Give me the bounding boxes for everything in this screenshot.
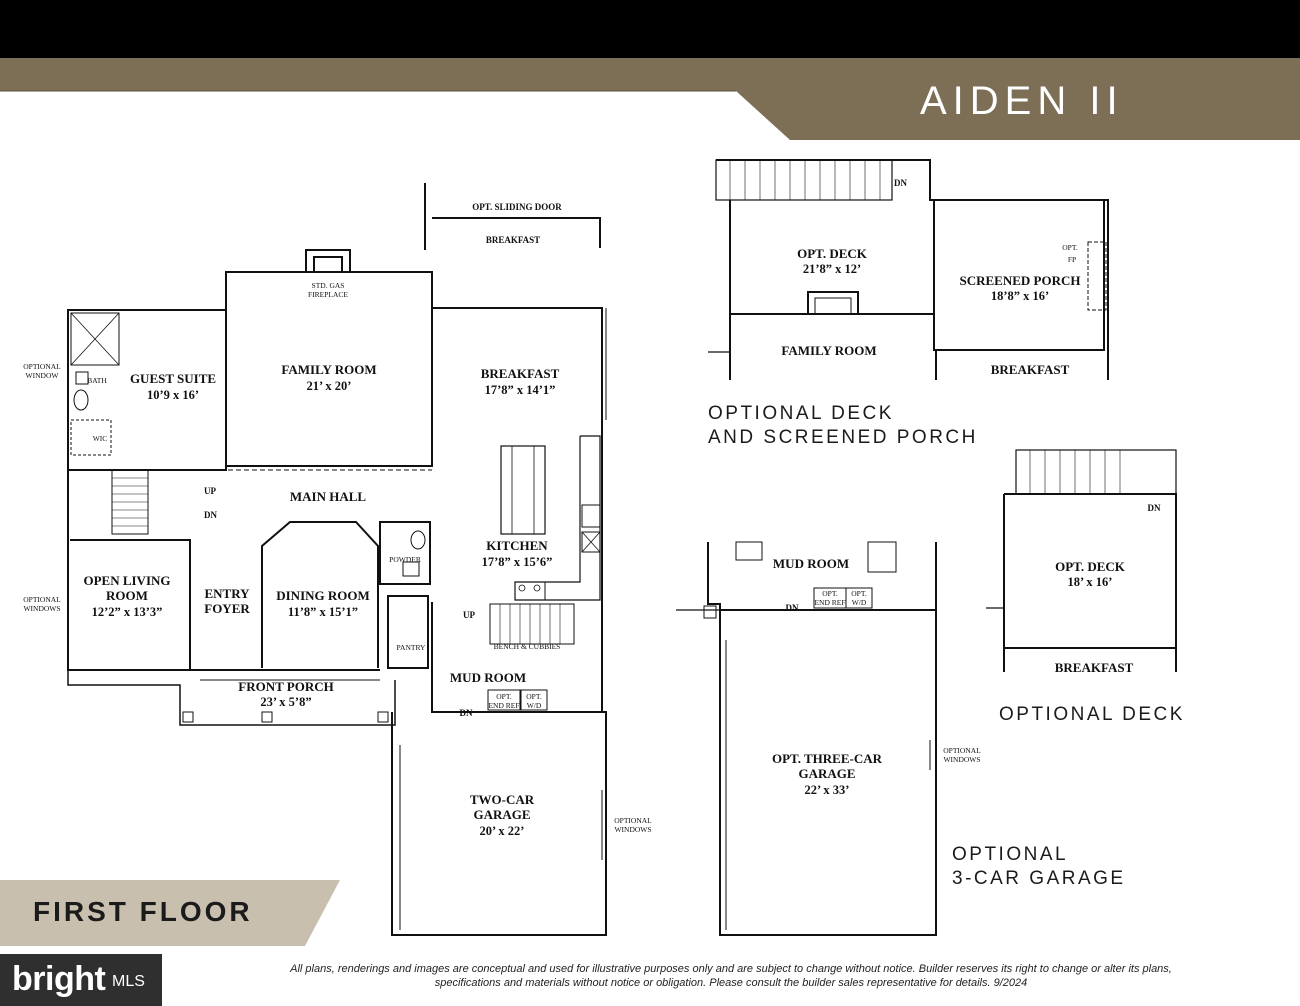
three-car-garage-label-line2: GARAGE [798,766,855,781]
family-room-dim: 21’ x 20’ [307,379,352,393]
garage3-wd-line1: OPT. [851,589,867,598]
opt-sliding-door-label: OPT. SLIDING DOOR [472,202,562,212]
garage3-windows-line2: WINDOWS [943,755,980,764]
garage3-mud-room-label: MUD ROOM [773,556,849,571]
mud-dn-label: DN [460,708,473,718]
opt-wd-label-line2: W/D [527,701,542,710]
opt-deck-dim: 21’8” x 12’ [803,262,861,276]
fireplace-label-line2: FIREPLACE [308,290,348,299]
garage3-end-ref-line1: OPT. [822,589,838,598]
garage3-windows-line1: OPTIONAL [943,746,981,755]
breakfast-label: BREAKFAST [481,366,560,381]
dining-room-label: DINING ROOM [276,588,370,603]
dining-room-dim: 11’8” x 15’1” [288,605,358,619]
opt-deck-only-dim: 18’ x 16’ [1068,575,1113,589]
opt-end-ref-label-line1: OPT. [496,692,512,701]
bright-mls-badge [0,954,162,1006]
entry-label-line2: FOYER [204,601,250,616]
guest-suite-dim: 10’9 x 16’ [147,388,199,402]
first-floor-band [0,880,340,946]
bright-mls-text: MLS [112,973,145,990]
garage3-dn-label: DN [786,603,799,613]
bright-logo: bright [12,960,106,998]
title-band [0,58,1300,140]
pantry-label: PANTRY [397,643,426,652]
disclaimer-line1: All plans, renderings and images are con… [290,963,1172,975]
open-living-label-line2: ROOM [106,588,148,603]
screened-porch-label: SCREENED PORCH [960,273,1081,288]
top-black-bar [0,0,1300,58]
deck-porch-walls [708,159,1109,380]
deck-breakfast-label: BREAKFAST [991,362,1070,377]
kitchen-stair-up-label: UP [463,610,475,620]
opt-end-ref-label-line2: END REF [488,701,519,710]
garage-windows-label-line2: WINDOWS [614,825,651,834]
two-car-garage-dim: 20’ x 22’ [480,824,525,838]
powder-label: POWDER [389,555,421,564]
kitchen-label: KITCHEN [486,538,548,553]
optional-window-label-line2: WINDOW [26,371,60,380]
bench-cubbies-label: BENCH & CUBBIES [494,642,561,651]
open-living-label-line1: OPEN LIVING [83,573,170,588]
disclaimer: All plans, renderings and images are con… [166,962,1296,990]
optional-window-label-line1: OPTIONAL [23,362,61,371]
front-porch-label: FRONT PORCH [238,679,333,694]
opt-deck-breakfast-label: BREAKFAST [1055,660,1134,675]
stair-dn-label: DN [204,510,217,520]
deck-family-room-label: FAMILY ROOM [781,343,876,358]
first-floor-walls [67,183,607,936]
stair-up-label: UP [204,486,216,496]
opt-deck-dn-label: DN [1148,503,1161,513]
fireplace-label-line1: STD. GAS [312,281,345,290]
guest-suite-label: GUEST SUITE [130,371,216,386]
family-room-label: FAMILY ROOM [281,362,376,377]
section-garage-line2: 3-CAR GARAGE [952,868,1126,889]
section-optional-deck: OPTIONAL DECK [999,704,1185,725]
section-garage-line1: OPTIONAL [952,844,1069,865]
first-floor-label: FIRST FLOOR [33,896,253,927]
opt-wd-label-line1: OPT. [526,692,542,701]
garage3-end-ref-line2: END REF [814,598,845,607]
garage3-walls [676,541,937,936]
mud-room-label: MUD ROOM [450,670,526,685]
garage3-wd-line2: W/D [852,598,867,607]
breakfast-dim: 17’8” x 14’1” [485,383,556,397]
optional-windows-label-line1: OPTIONAL [23,595,61,604]
two-car-garage-label-line2: GARAGE [473,807,530,822]
opt-deck-label: OPT. DECK [797,246,868,261]
bath-label: BATH [87,376,107,385]
section-deck-porch-line2: AND SCREENED PORCH [708,427,978,448]
open-living-dim: 12’2” x 13’3” [92,605,163,619]
opt-fp-label-line1: OPT. [1062,243,1078,252]
disclaimer-line2: specifications and materials without not… [434,977,1028,989]
main-hall-label: MAIN HALL [290,489,367,504]
plan-title: AIDEN II [920,79,1124,123]
opt-deck-walls [986,449,1177,672]
opt-deck-only-label: OPT. DECK [1055,559,1126,574]
opt-fp-label-line2: FP [1068,255,1076,264]
section-deck-porch-line1: OPTIONAL DECK [708,403,894,424]
three-car-garage-label-line1: OPT. THREE-CAR [772,751,883,766]
wic-label: WIC [93,434,108,443]
front-porch-dim: 23’ x 5’8” [260,695,311,709]
entry-label-line1: ENTRY [204,586,250,601]
three-car-garage-dim: 22’ x 33’ [805,783,850,797]
garage-windows-label-line1: OPTIONAL [614,816,652,825]
breakfast-top-label: BREAKFAST [486,235,540,245]
screened-porch-dim: 18’8” x 16’ [991,289,1049,303]
two-car-garage-label-line1: TWO-CAR [470,792,535,807]
optional-windows-label-line2: WINDOWS [23,604,60,613]
kitchen-dim: 17’8” x 15’6” [482,555,553,569]
deck-dn-label: DN [894,178,907,188]
